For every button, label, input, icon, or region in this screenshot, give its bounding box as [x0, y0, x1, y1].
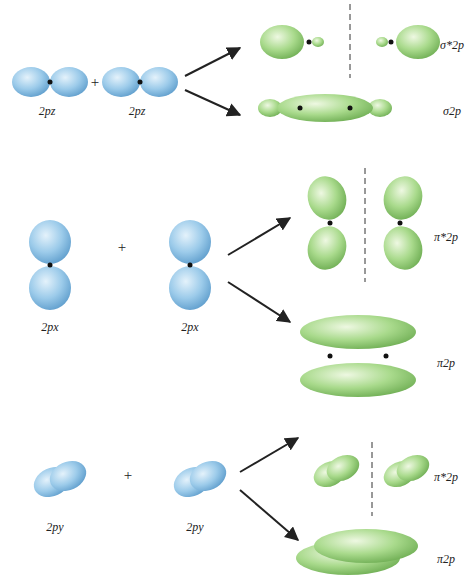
- orbital-label: 2py: [186, 521, 203, 534]
- plus-sign: +: [118, 239, 126, 256]
- px-orbital: [29, 220, 211, 310]
- sigma-antibonding: [260, 4, 440, 78]
- orbital-label: π*2p: [434, 231, 458, 244]
- orbital-label: 2px: [181, 321, 198, 334]
- plus-sign: +: [91, 74, 99, 91]
- orbital-label: π2p: [437, 553, 455, 566]
- pi-bonding: [296, 529, 418, 575]
- orbital-label: 2px: [41, 321, 58, 334]
- orbital-label: 2pz: [129, 105, 146, 118]
- orbital-label: π2p: [437, 357, 455, 370]
- orbital-label: 2py: [46, 521, 63, 534]
- orbital-label: 2pz: [39, 105, 56, 118]
- orbital-label: σ2p: [443, 105, 461, 118]
- sigma-bonding: [258, 94, 392, 122]
- pi-antibonding: [302, 168, 429, 282]
- orbital-label: σ*2p: [440, 39, 464, 52]
- pz-orbital: [12, 67, 178, 97]
- orbital-label: π*2p: [434, 471, 458, 484]
- plus-sign: +: [124, 467, 132, 484]
- py-orbital: [29, 455, 231, 502]
- pi-antibonding: [310, 442, 434, 516]
- pi-bonding: [300, 315, 416, 397]
